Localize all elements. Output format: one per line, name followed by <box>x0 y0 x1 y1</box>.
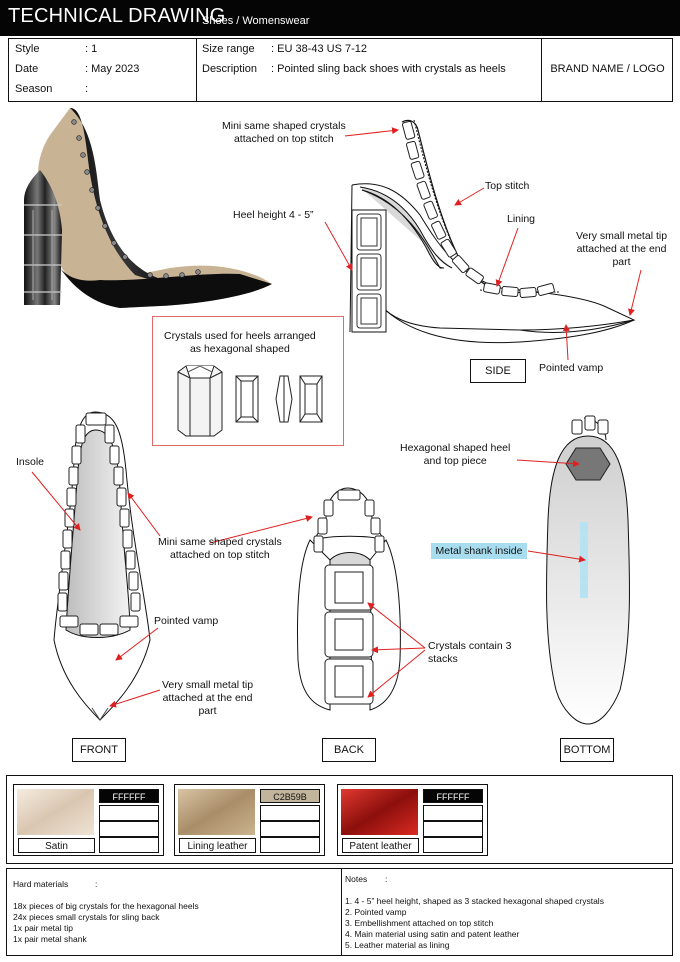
front-view-drawing <box>53 411 151 721</box>
notes-title: Notes <box>345 874 368 884</box>
description-label: Description <box>202 63 258 75</box>
title-bar: TECHNICAL DRAWING Shoes / Womenswear <box>0 0 680 36</box>
annotation-top-stitch: Top stitch <box>485 180 530 192</box>
view-label-front: FRONT <box>72 738 126 762</box>
back-view-drawing <box>297 487 401 711</box>
swatch-lining-leather: Lining leather C2B59B <box>174 784 325 856</box>
swatch-color-code: FFFFFF <box>99 789 159 803</box>
rendered-shoe-photo <box>24 108 272 308</box>
season-value: : <box>85 83 89 95</box>
annotation-crystals-heels: Crystals used for heels arranged as hexa… <box>164 330 316 355</box>
notes-section: Hard materials : 18x pieces of big cryst… <box>6 868 673 956</box>
swatch-patent-leather: Patent leather FFFFFF <box>337 784 488 856</box>
lining-leather-swatch-image <box>178 789 255 835</box>
description-value: : Pointed sling back shoes with crystals… <box>271 63 506 75</box>
note-item: 4. Main material using satin and patent … <box>345 929 520 939</box>
crystals-info-box <box>152 316 344 446</box>
view-label-bottom: BOTTOM <box>560 738 614 762</box>
annotation-metal-shank: Metal shank inside <box>431 543 527 559</box>
material-swatches: Satin FFFFFF Lining leather C2B59B Paten… <box>6 775 673 864</box>
hard-material-item: 1x pair metal shank <box>13 934 87 944</box>
brand-logo-placeholder: BRAND NAME / LOGO <box>550 63 665 75</box>
annotation-pointed-vamp-side: Pointed vamp <box>539 362 604 374</box>
annotation-mini-crystals-front: Mini same shaped crystals attached on to… <box>158 536 282 561</box>
annotation-arrows <box>31 127 642 708</box>
swatch-name: Lining leather <box>179 838 256 853</box>
side-view-drawing <box>349 119 636 344</box>
size-label: Size range <box>202 43 255 55</box>
annotation-hex-heel: Hexagonal shaped heel and top piece <box>400 442 511 467</box>
size-value: : EU 38-43 US 7-12 <box>271 43 367 55</box>
annotation-mini-crystals-side: Mini same shaped crystals attached on to… <box>222 120 346 145</box>
note-item: 1. 4 - 5” heel height, shaped as 3 stack… <box>345 896 604 906</box>
annotation-metal-tip-front: Very small metal tip attached at the end… <box>162 679 254 717</box>
annotation-heel-height: Heel height 4 - 5” <box>233 209 314 221</box>
swatch-name: Patent leather <box>342 838 419 853</box>
info-box: Style : 1 Date : May 2023 Season : Size … <box>8 38 673 102</box>
hard-materials-colon: : <box>95 879 98 889</box>
hard-material-item: 1x pair metal tip <box>13 923 73 933</box>
swatch-color-code: FFFFFF <box>423 789 483 803</box>
note-item: 5. Leather material as lining <box>345 940 450 950</box>
view-label-side: SIDE <box>470 359 526 383</box>
patent-leather-swatch-image <box>341 789 418 835</box>
crystal-shapes <box>177 365 323 437</box>
hard-material-item: 24x pieces small crystals for sling back <box>13 912 160 922</box>
annotation-metal-tip-side: Very small metal tip attached at the end… <box>576 230 668 268</box>
page-title: TECHNICAL DRAWING <box>8 5 226 27</box>
notes-colon: : <box>385 874 388 884</box>
annotation-insole: Insole <box>16 456 45 468</box>
satin-swatch-image <box>17 789 94 835</box>
swatch-satin: Satin FFFFFF <box>13 784 164 856</box>
style-value: : 1 <box>85 43 98 55</box>
date-value: : May 2023 <box>85 63 140 75</box>
bottom-view-drawing <box>545 415 631 725</box>
note-item: 2. Pointed vamp <box>345 907 407 917</box>
view-label-back: BACK <box>322 738 376 762</box>
note-item: 3. Embellishment attached on top stitch <box>345 918 494 928</box>
page-subtitle: Shoes / Womenswear <box>202 15 310 27</box>
annotation-pointed-vamp-front: Pointed vamp <box>154 615 219 627</box>
swatch-name: Satin <box>18 838 95 853</box>
annotation-lining: Lining <box>507 213 536 225</box>
swatch-color-code: C2B59B <box>260 789 320 803</box>
hard-materials-title: Hard materials <box>13 879 69 889</box>
annotation-crystal-stacks: Crystals contain 3 stacks <box>428 640 512 665</box>
style-label: Style <box>15 43 40 55</box>
hard-material-item: 18x pieces of big crystals for the hexag… <box>13 901 199 911</box>
season-label: Season <box>15 83 53 95</box>
date-label: Date <box>15 63 39 75</box>
